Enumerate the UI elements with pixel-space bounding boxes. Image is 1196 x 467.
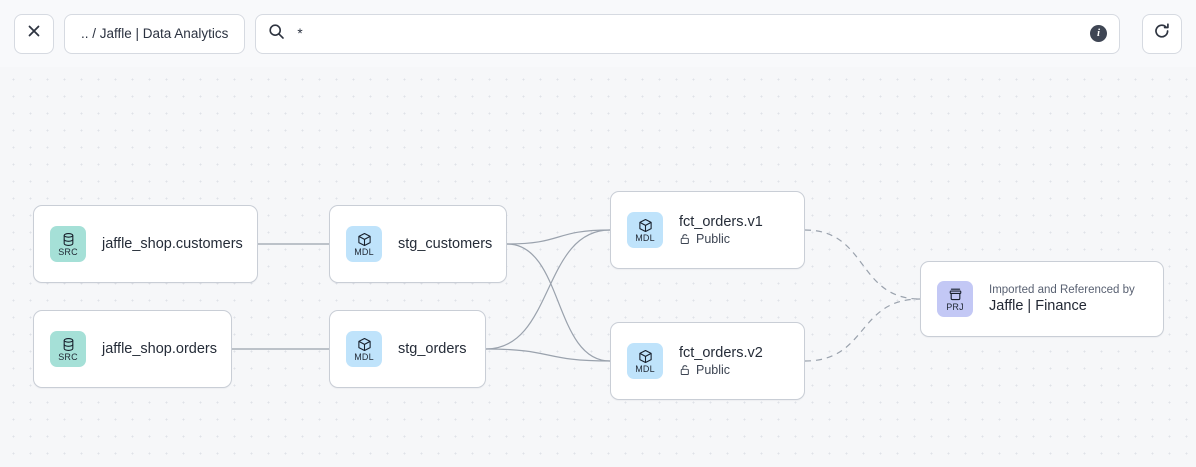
node-subtitle: Public: [679, 363, 763, 377]
search-icon: [268, 23, 285, 45]
node-text: Imported and Referenced by Jaffle | Finan…: [989, 284, 1135, 314]
node-title: stg_orders: [398, 341, 467, 357]
node-badge-label: MDL: [635, 363, 655, 374]
search-input[interactable]: [295, 14, 1080, 53]
node-badge-mdl: MDL: [627, 343, 663, 379]
refresh-icon: [1153, 22, 1171, 45]
node-badge-label: SRC: [58, 246, 78, 257]
close-button[interactable]: [14, 13, 54, 54]
graph-edge-fct_orders_v1-to-jaffle_finance: [804, 229, 921, 300]
node-badge-label: MDL: [635, 232, 655, 243]
node-text: jaffle_shop.orders: [102, 341, 218, 357]
breadcrumb[interactable]: .. / Jaffle | Data Analytics: [64, 13, 246, 54]
node-title: stg_customers: [398, 236, 493, 252]
graph-edge-stg_customers-to-fct_orders_v1: [506, 229, 611, 245]
graph-edge-fct_orders_v2-to-jaffle_finance: [804, 298, 921, 362]
cube-icon: [357, 232, 372, 247]
graph-node-stg_orders[interactable]: MDL stg_orders: [329, 310, 486, 388]
node-badge-label: SRC: [58, 351, 78, 362]
database-icon: [61, 232, 76, 247]
graph-edge-stg_customers-to-fct_orders_v2: [506, 243, 611, 362]
breadcrumb-label: .. / Jaffle | Data Analytics: [81, 26, 229, 41]
node-eyebrow: Imported and Referenced by: [989, 284, 1135, 296]
graph-node-jaffle_shop_orders[interactable]: SRC jaffle_shop.orders: [33, 310, 232, 388]
node-text: stg_orders: [398, 341, 467, 357]
node-badge-label: PRJ: [946, 301, 964, 312]
node-badge-src: SRC: [50, 331, 86, 367]
graph-node-jaffle_shop_customers[interactable]: SRC jaffle_shop.customers: [33, 205, 258, 283]
info-icon[interactable]: i: [1090, 25, 1107, 42]
node-text: jaffle_shop.customers: [102, 236, 243, 252]
node-text: stg_customers: [398, 236, 493, 252]
search-field[interactable]: i: [255, 13, 1120, 54]
node-title: jaffle_shop.orders: [102, 341, 218, 357]
cube-icon: [638, 349, 653, 364]
edge-layer: [231, 229, 921, 362]
unlock-icon: [679, 364, 691, 376]
node-badge-prj: PRJ: [937, 281, 973, 317]
project-box-icon: [948, 287, 963, 302]
unlock-icon: [679, 233, 691, 245]
node-badge-src: SRC: [50, 226, 86, 262]
node-title: Jaffle | Finance: [989, 298, 1087, 314]
node-subtitle: Public: [679, 232, 763, 246]
node-title: fct_orders.v2: [679, 345, 763, 361]
graph-edge-stg_orders-to-fct_orders_v2: [485, 348, 611, 362]
database-icon: [61, 337, 76, 352]
node-badge-mdl: MDL: [627, 212, 663, 248]
close-icon: [26, 23, 42, 44]
graph-node-jaffle_finance[interactable]: PRJ Imported and Referenced by Jaffle | Fi…: [920, 261, 1164, 337]
node-badge-mdl: MDL: [346, 226, 382, 262]
refresh-button[interactable]: [1142, 13, 1182, 54]
graph-node-stg_customers[interactable]: MDL stg_customers: [329, 205, 507, 283]
node-badge-mdl: MDL: [346, 331, 382, 367]
cube-icon: [357, 337, 372, 352]
graph-edge-stg_orders-to-fct_orders_v1: [485, 229, 611, 350]
node-subtitle-label: Public: [696, 363, 731, 377]
top-toolbar: .. / Jaffle | Data Analytics i: [0, 0, 1196, 67]
node-subtitle-label: Public: [696, 232, 731, 246]
node-badge-label: MDL: [354, 246, 374, 257]
node-badge-label: MDL: [354, 351, 374, 362]
node-title: fct_orders.v1: [679, 214, 763, 230]
cube-icon: [638, 218, 653, 233]
node-title: jaffle_shop.customers: [102, 236, 243, 252]
